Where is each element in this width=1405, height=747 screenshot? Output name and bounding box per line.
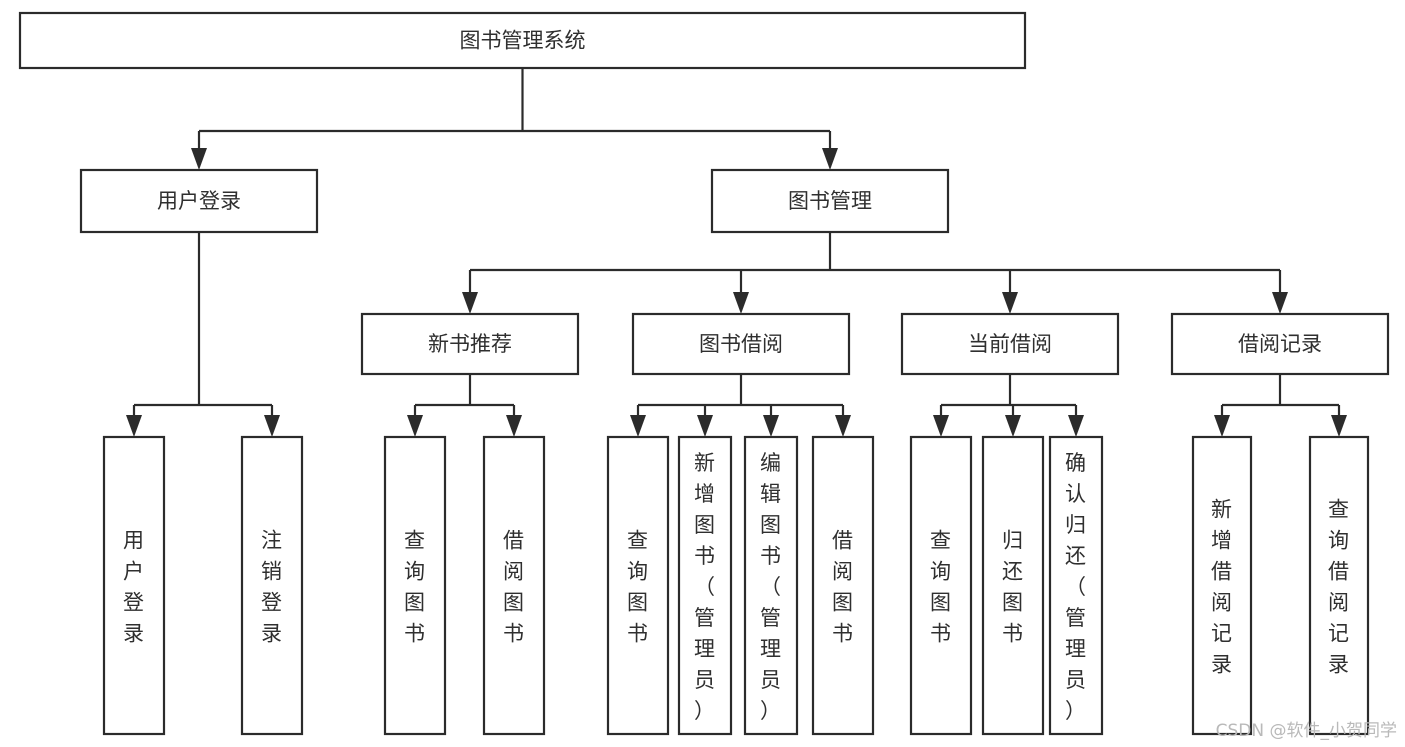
arrow-head [697, 415, 713, 437]
node-borrow[interactable]: 图书借阅 [631, 312, 851, 376]
connector-group-login [126, 232, 280, 437]
node-current[interactable]: 当前借阅 [900, 312, 1120, 376]
arrow-head [630, 415, 646, 437]
node-label-bookmgmt: 图书管理 [788, 189, 872, 213]
connector-group-borrow [630, 374, 851, 437]
node-leaf-return-book[interactable]: 归还图书 [981, 435, 1045, 736]
arrow-head [462, 292, 478, 314]
node-leaf-confirm-return[interactable]: 确认归还（管理员） [1048, 435, 1104, 736]
node-root[interactable]: 图书管理系统 [18, 11, 1027, 70]
node-newbook[interactable]: 新书推荐 [360, 312, 580, 376]
node-label-leaf-borrow-book-1: 借阅图书 [503, 529, 525, 646]
arrow-head [1214, 415, 1230, 437]
node-label-newbook: 新书推荐 [428, 332, 512, 356]
connector-group-root [191, 68, 838, 170]
node-label-root: 图书管理系统 [460, 29, 586, 53]
node-leaf-borrow-book-2[interactable]: 借阅图书 [811, 435, 875, 736]
node-box-leaf-add-record[interactable] [1191, 435, 1253, 736]
node-box-leaf-edit-book[interactable] [743, 435, 799, 736]
node-label-leaf-user-login: 用户登录 [123, 529, 145, 646]
node-label-leaf-edit-book: 编辑图书（管理员） [760, 451, 782, 723]
node-label-leaf-query-book-1: 查询图书 [404, 529, 426, 646]
arrow-head [191, 148, 207, 170]
arrow-head [1002, 292, 1018, 314]
arrow-head [763, 415, 779, 437]
node-label-leaf-borrow-book-2: 借阅图书 [832, 529, 854, 646]
arrow-head [733, 292, 749, 314]
node-box-newbook[interactable] [360, 312, 580, 376]
node-label-leaf-query-book-2: 查询图书 [627, 529, 649, 646]
node-box-leaf-user-logout[interactable] [240, 435, 304, 736]
node-leaf-user-logout[interactable]: 注销登录 [240, 435, 304, 736]
node-label-records: 借阅记录 [1238, 332, 1322, 356]
connector-layer [126, 68, 1347, 437]
node-label-leaf-query-book-3: 查询图书 [930, 529, 952, 646]
connector-group-bookmgmt [462, 232, 1288, 314]
arrow-head [1005, 415, 1021, 437]
node-box-login[interactable] [79, 168, 319, 234]
node-box-leaf-query-book-1[interactable] [383, 435, 447, 736]
node-box-leaf-query-book-3[interactable] [909, 435, 973, 736]
node-label-borrow: 图书借阅 [699, 332, 783, 356]
connector-group-current [933, 374, 1084, 437]
node-bookmgmt[interactable]: 图书管理 [710, 168, 950, 234]
node-leaf-query-book-2[interactable]: 查询图书 [606, 435, 670, 736]
node-leaf-query-book-3[interactable]: 查询图书 [909, 435, 973, 736]
node-box-leaf-confirm-return[interactable] [1048, 435, 1104, 736]
arrow-head [1068, 415, 1084, 437]
arrow-head [835, 415, 851, 437]
arrow-head [407, 415, 423, 437]
arrow-head [126, 415, 142, 437]
node-label-leaf-return-book: 归还图书 [1002, 529, 1024, 646]
node-box-leaf-add-book[interactable] [677, 435, 733, 736]
node-box-root[interactable] [18, 11, 1027, 70]
node-label-leaf-add-record: 新增借阅记录 [1211, 498, 1233, 677]
arrow-head [933, 415, 949, 437]
node-leaf-user-login[interactable]: 用户登录 [102, 435, 166, 736]
node-box-leaf-query-record[interactable] [1308, 435, 1370, 736]
node-box-leaf-return-book[interactable] [981, 435, 1045, 736]
node-box-bookmgmt[interactable] [710, 168, 950, 234]
node-box-borrow[interactable] [631, 312, 851, 376]
node-leaf-add-record[interactable]: 新增借阅记录 [1191, 435, 1253, 736]
arrow-head [506, 415, 522, 437]
node-box-records[interactable] [1170, 312, 1390, 376]
arrow-head [1272, 292, 1288, 314]
node-box-leaf-query-book-2[interactable] [606, 435, 670, 736]
node-box-leaf-borrow-book-1[interactable] [482, 435, 546, 736]
node-leaf-query-book-1[interactable]: 查询图书 [383, 435, 447, 736]
arrow-head [264, 415, 280, 437]
node-box-leaf-user-login[interactable] [102, 435, 166, 736]
node-leaf-edit-book[interactable]: 编辑图书（管理员） [743, 435, 799, 736]
node-label-leaf-add-book: 新增图书（管理员） [694, 451, 716, 723]
connector-group-newbook [407, 374, 522, 437]
node-leaf-borrow-book-1[interactable]: 借阅图书 [482, 435, 546, 736]
node-layer: 图书管理系统用户登录图书管理新书推荐图书借阅当前借阅借阅记录用户登录注销登录查询… [18, 11, 1390, 736]
node-leaf-add-book[interactable]: 新增图书（管理员） [677, 435, 733, 736]
node-label-login: 用户登录 [157, 189, 241, 213]
node-label-leaf-query-record: 查询借阅记录 [1328, 498, 1350, 677]
node-box-leaf-borrow-book-2[interactable] [811, 435, 875, 736]
arrow-head [822, 148, 838, 170]
connector-group-records [1214, 374, 1347, 437]
node-login[interactable]: 用户登录 [79, 168, 319, 234]
node-label-leaf-user-logout: 注销登录 [261, 529, 283, 646]
node-label-leaf-confirm-return: 确认归还（管理员） [1065, 451, 1087, 723]
arrow-head [1331, 415, 1347, 437]
node-records[interactable]: 借阅记录 [1170, 312, 1390, 376]
node-leaf-query-record[interactable]: 查询借阅记录 [1308, 435, 1370, 736]
csdn-watermark: CSDN @软件_小贺同学 [1215, 721, 1397, 741]
node-box-current[interactable] [900, 312, 1120, 376]
node-label-current: 当前借阅 [968, 332, 1052, 356]
